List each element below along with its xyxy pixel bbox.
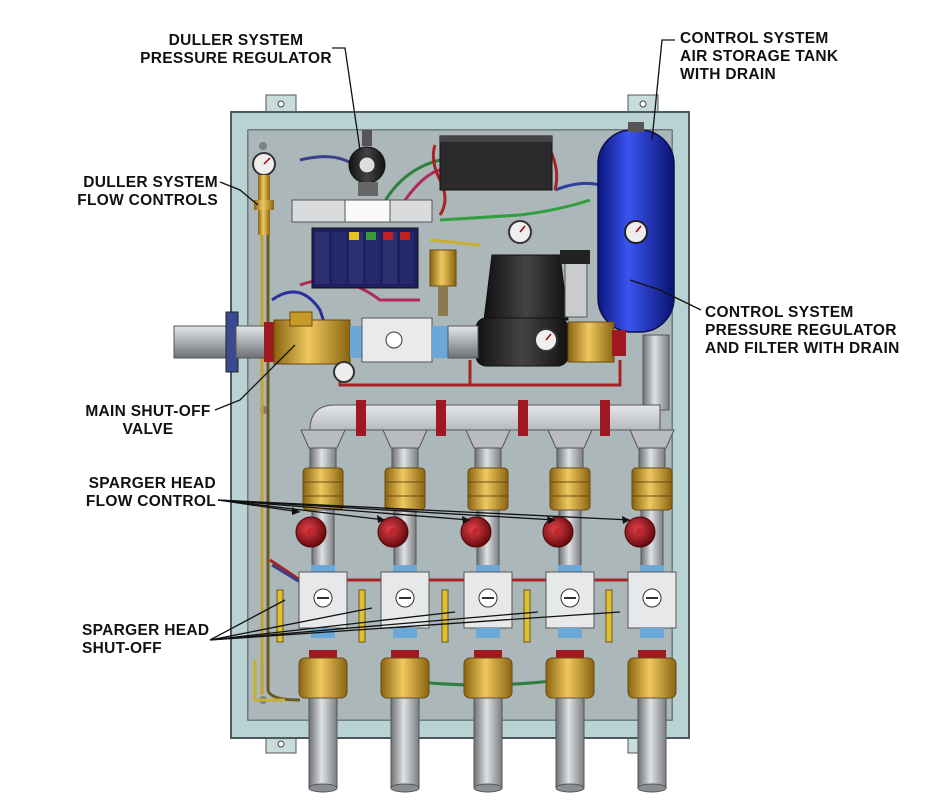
label-line: MAIN SHUT-OFF xyxy=(85,403,211,420)
label-line: PRESSURE REGULATOR xyxy=(140,50,332,67)
air-storage-tank xyxy=(597,122,675,333)
label-line: AIR STORAGE TANK xyxy=(680,48,839,65)
label-line: PRESSURE REGULATOR xyxy=(705,322,897,339)
label-line: DULLER SYSTEM xyxy=(168,32,304,49)
label-line: CONTROL SYSTEM xyxy=(680,30,829,47)
label-sparger-flow-control: SPARGER HEAD FLOW CONTROL xyxy=(60,475,216,511)
label-sparger-shutoff: SPARGER HEAD SHUT-OFF xyxy=(82,622,209,658)
label-line: AND FILTER WITH DRAIN xyxy=(705,340,900,357)
duller-pressure-regulator xyxy=(348,130,386,196)
header-tee xyxy=(465,429,511,449)
main-inlet xyxy=(173,311,626,383)
duller-flow-gauge xyxy=(252,152,276,235)
header-tee xyxy=(382,429,428,449)
label-line: SPARGER HEAD xyxy=(82,622,210,639)
label-main-shutoff-valve: MAIN SHUT-OFF VALVE xyxy=(80,403,216,439)
label-line: SHUT-OFF xyxy=(82,640,162,657)
outlet-pipe xyxy=(308,697,338,789)
header-tee xyxy=(629,429,675,449)
label-line: DULLER SYSTEM xyxy=(83,174,218,191)
shutoff-valve xyxy=(298,571,348,629)
header-tee xyxy=(300,429,346,449)
terminal-block xyxy=(311,227,419,289)
indicator-tube xyxy=(358,589,366,643)
label-line: WITH DRAIN xyxy=(680,66,776,83)
indicator-tube xyxy=(276,589,284,643)
indicator-tube xyxy=(441,589,449,643)
outlet-pipe xyxy=(637,697,667,789)
label-duller-pressure-regulator: DULLER SYSTEM PRESSURE REGULATOR xyxy=(138,32,334,68)
indicator-tube xyxy=(523,589,531,643)
label-line: FLOW CONTROL xyxy=(85,493,216,510)
outlet-pipe xyxy=(473,697,503,789)
header-tee xyxy=(547,429,593,449)
label-line: SPARGER HEAD xyxy=(88,475,216,492)
indicator-tube xyxy=(605,589,613,643)
label-control-pressure-regulator: CONTROL SYSTEM PRESSURE REGULATOR AND FI… xyxy=(705,304,900,358)
sparger-legs xyxy=(276,429,677,793)
label-line: CONTROL SYSTEM xyxy=(705,304,854,321)
label-line: FLOW CONTROLS xyxy=(77,192,218,209)
label-control-air-tank: CONTROL SYSTEM AIR STORAGE TANK WITH DRA… xyxy=(680,30,838,84)
control-module xyxy=(439,135,553,191)
label-line: VALVE xyxy=(122,421,174,438)
control-pressure-regulator xyxy=(475,250,590,367)
label-duller-flow-controls: DULLER SYSTEM FLOW CONTROLS xyxy=(70,174,218,210)
